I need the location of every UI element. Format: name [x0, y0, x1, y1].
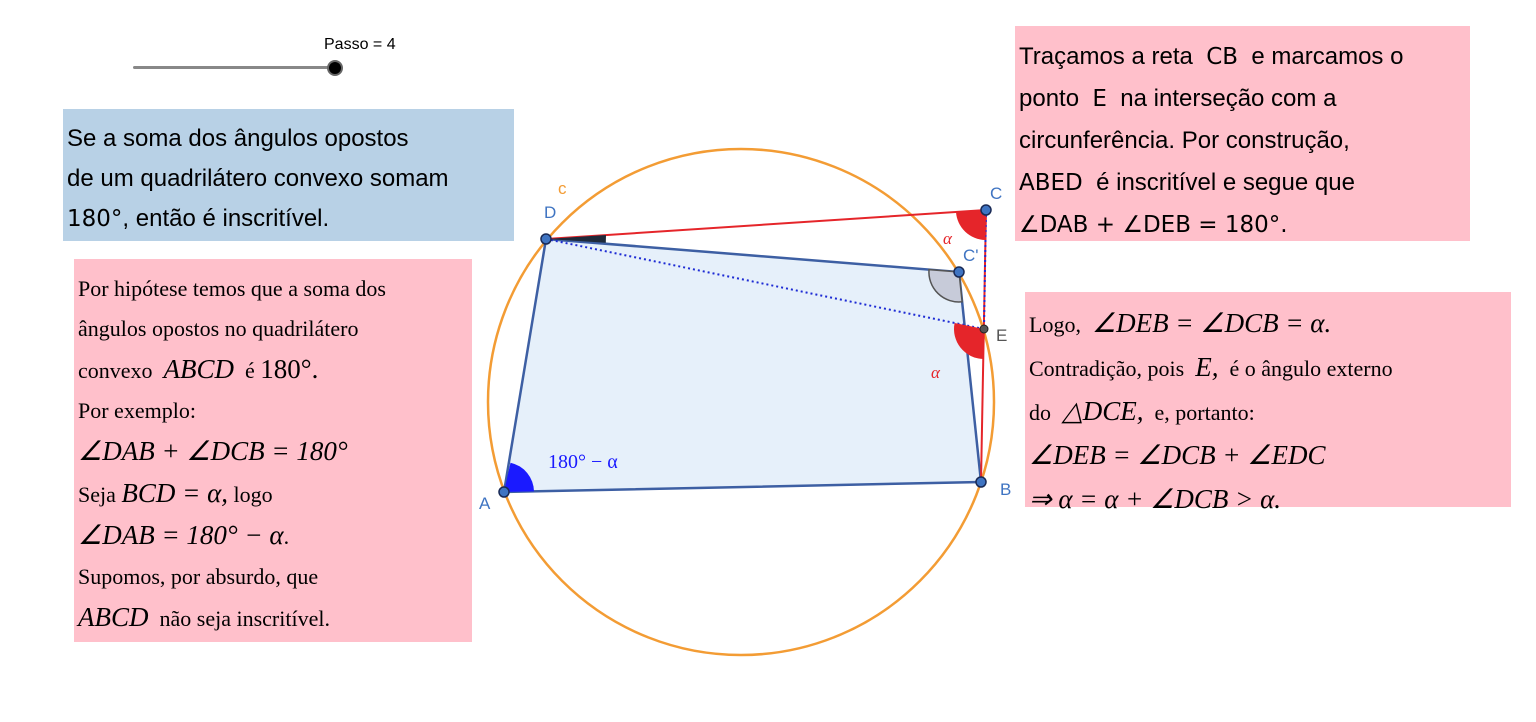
- construction-ponto: ponto: [1019, 85, 1080, 112]
- contradiction-math-triangle: △DCE,: [1062, 396, 1144, 426]
- hypothesis-box: Por hipótese temos que a soma dos ângulo…: [74, 259, 472, 642]
- construction-math-abed: ABED: [1019, 170, 1083, 196]
- contradiction-line-2: Contradição, pois E, é o ângulo externo: [1029, 346, 1507, 390]
- statement-line-1: Se a soma dos ângulos opostos: [67, 125, 409, 152]
- construction-box: Traçamos a reta CB e marcamos o ponto E …: [1015, 26, 1470, 241]
- hypothesis-math-sum: ∠DAB + ∠DCB = 180°: [78, 436, 348, 466]
- slider-thumb[interactable]: [327, 60, 343, 76]
- contradiction-box: Logo, ∠DEB = ∠DCB = α. Contradição, pois…: [1025, 292, 1511, 514]
- hypothesis-line-9: ABCD não seja inscritível.: [78, 597, 468, 639]
- contradiction-do: do: [1029, 400, 1051, 425]
- hypothesis-line-6: Seja BCD = α, logo: [78, 473, 468, 515]
- contradiction-math-implies: ⇒ α = α + ∠DCB > α.: [1029, 484, 1282, 514]
- construction-line-2: ponto E na interseção com a: [1019, 78, 1466, 120]
- point-c-prime[interactable]: [953, 266, 965, 278]
- contradiction-logo: Logo,: [1029, 312, 1081, 337]
- construction-line-3: circunferência. Por construção,: [1019, 127, 1350, 154]
- construction-tracamos: Traçamos a reta: [1019, 43, 1193, 70]
- angle-e-marker: [953, 323, 984, 359]
- contradiction-externo: é o ângulo externo: [1229, 356, 1393, 381]
- construction-line-5: ∠DAB + ∠DEB = 180°.: [1019, 204, 1466, 246]
- label-b: B: [1000, 480, 1011, 499]
- construction-line-4: ABED é inscritível e segue que: [1019, 162, 1466, 204]
- segment-dc[interactable]: [545, 209, 987, 240]
- hypothesis-line-4: Por exemplo:: [78, 398, 196, 423]
- hypothesis-line-1: Por hipótese temos que a soma dos: [78, 276, 386, 301]
- hypothesis-math-abcd: ABCD: [163, 354, 235, 384]
- angle-c-marker: [956, 210, 986, 240]
- contradiction-line-1: Logo, ∠DEB = ∠DCB = α.: [1029, 302, 1507, 346]
- contradiction-math-deb: ∠DEB = ∠DCB = α.: [1091, 308, 1332, 338]
- angle-a-marker: [504, 462, 534, 492]
- circumcircle[interactable]: [486, 147, 996, 657]
- hypothesis-not-inscribable: não seja inscritível.: [159, 606, 330, 631]
- label-angle-c: α: [943, 229, 953, 248]
- slider-label: Passo = 4: [324, 36, 396, 53]
- label-c: C: [990, 184, 1002, 203]
- label-angle-e: α: [931, 363, 941, 382]
- theorem-statement-box: Se a soma dos ângulos opostos de um quad…: [63, 109, 514, 241]
- hypothesis-line-7: ∠DAB = 180° − α.: [78, 515, 468, 557]
- statement-line-3-text: , então é inscritível.: [122, 205, 330, 232]
- slider-track[interactable]: [133, 66, 335, 69]
- angle-c-prime-marker: [928, 268, 963, 303]
- hypothesis-math-180: 180°.: [260, 354, 319, 384]
- statement-line-3: 180°, então é inscritível.: [67, 199, 510, 239]
- label-c-prime: C': [963, 246, 979, 265]
- label-e: E: [996, 326, 1007, 345]
- statement-math-180: 180°: [67, 206, 123, 232]
- construction-math-e: E: [1092, 86, 1107, 112]
- hypothesis-math-bcd: BCD = α,: [121, 478, 229, 508]
- step-slider[interactable]: [133, 60, 343, 76]
- label-circle-c: c: [558, 179, 567, 198]
- contradiction-line-3: do △DCE, e, portanto:: [1029, 390, 1507, 434]
- label-a: A: [479, 494, 491, 513]
- construction-inscritivel: é inscritível e segue que: [1096, 169, 1355, 196]
- contradiction-portanto: e, portanto:: [1154, 400, 1255, 425]
- contradiction-line-4: ∠DEB = ∠DCB + ∠EDC: [1029, 434, 1507, 478]
- hypothesis-e: é: [245, 358, 255, 383]
- construction-math-sum: ∠DAB + ∠DEB = 180°.: [1019, 212, 1288, 238]
- hypothesis-seja: Seja: [78, 482, 116, 507]
- construction-marcamos: e marcamos o: [1251, 43, 1404, 70]
- contradiction-math-e: E,: [1195, 352, 1219, 382]
- point-b[interactable]: [975, 476, 987, 488]
- hypothesis-line-3: convexo ABCD é 180°.: [78, 349, 468, 391]
- hypothesis-math-abcd-2: ABCD: [78, 602, 149, 632]
- point-e[interactable]: [979, 324, 989, 334]
- hypothesis-line-2: ângulos opostos no quadrilátero: [78, 316, 359, 341]
- hypothesis-period: .: [283, 524, 290, 549]
- hypothesis-convexo: convexo: [78, 358, 153, 383]
- label-d: D: [544, 203, 556, 222]
- label-angle-a: 180° − α: [548, 451, 618, 473]
- point-d[interactable]: [540, 233, 552, 245]
- hypothesis-line-8: Supomos, por absurdo, que: [78, 564, 319, 589]
- hypothesis-math-dab: ∠DAB = 180° − α: [78, 520, 284, 550]
- point-a[interactable]: [498, 486, 510, 498]
- statement-line-2: de um quadrilátero convexo somam: [67, 165, 449, 192]
- angle-d-marker: [546, 235, 606, 243]
- construction-intersecao: na interseção com a: [1120, 85, 1337, 112]
- quadrilateral-abc-prime-d[interactable]: [502, 237, 983, 494]
- dotted-ce[interactable]: [983, 209, 987, 330]
- contradiction-line-5: ⇒ α = α + ∠DCB > α.: [1029, 478, 1507, 522]
- segment-cb[interactable]: [980, 209, 987, 483]
- construction-line-1: Traçamos a reta CB e marcamos o: [1019, 36, 1466, 78]
- contradiction-math-sum: ∠DEB = ∠DCB + ∠EDC: [1029, 440, 1326, 470]
- point-c[interactable]: [980, 204, 992, 216]
- hypothesis-line-5: ∠DAB + ∠DCB = 180°: [78, 431, 468, 473]
- dotted-de[interactable]: [545, 238, 985, 330]
- hypothesis-logo: logo: [233, 482, 273, 507]
- contradiction-pois: Contradição, pois: [1029, 356, 1185, 381]
- construction-math-cb: CB: [1206, 44, 1239, 70]
